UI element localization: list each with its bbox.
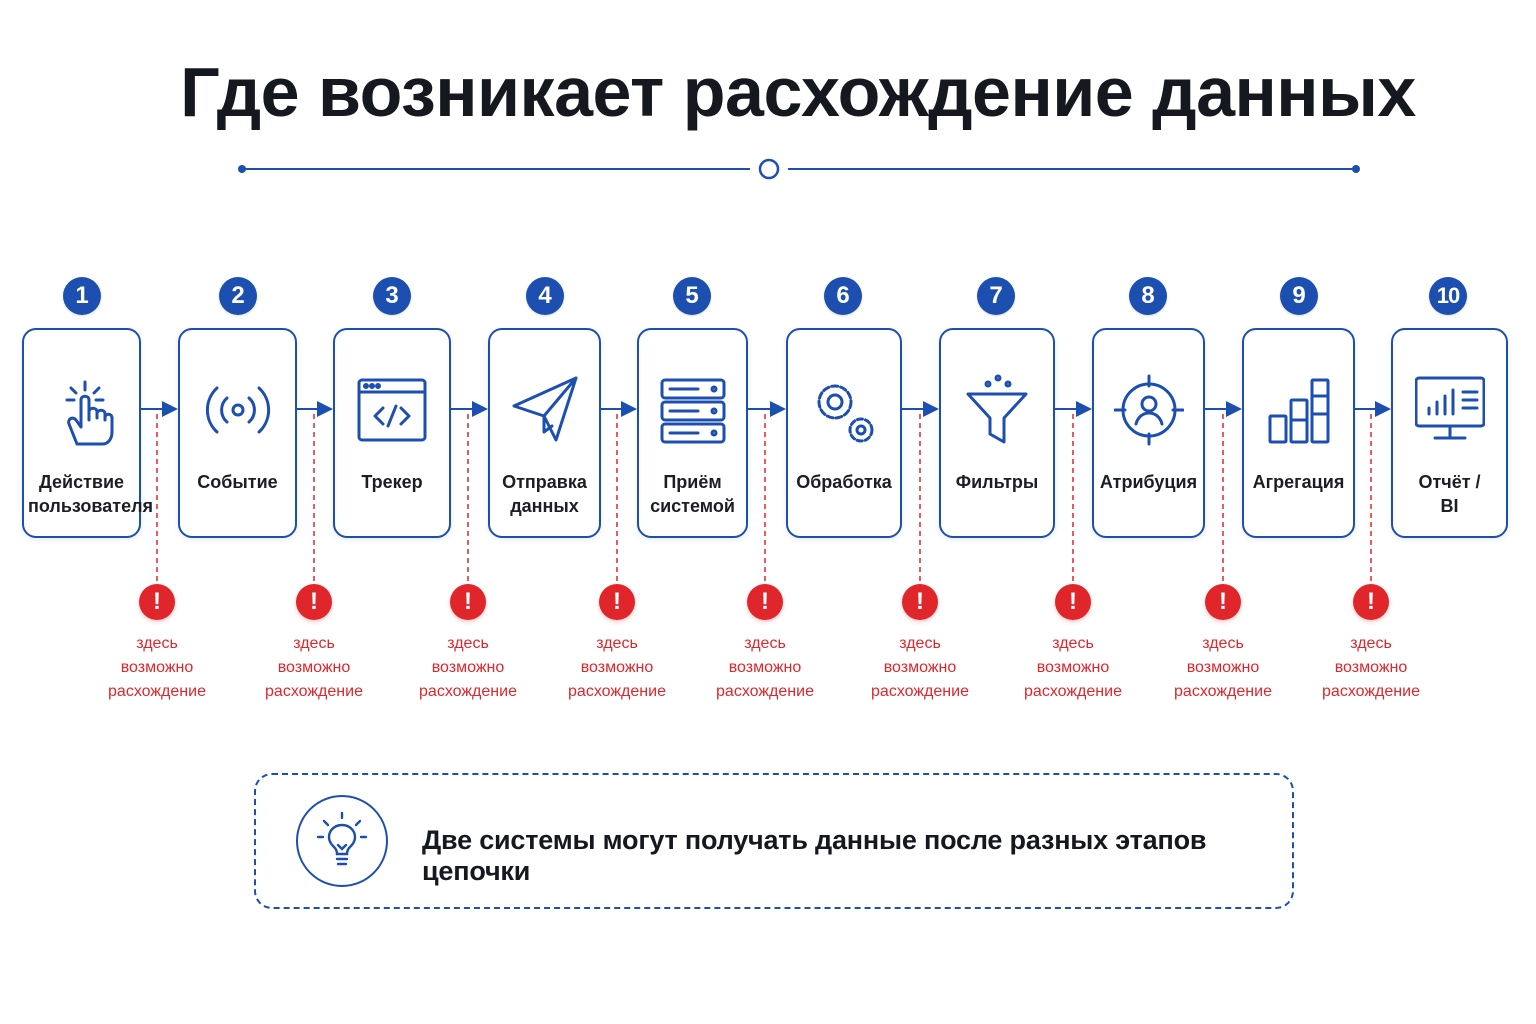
step-card: Фильтры: [939, 328, 1055, 538]
bar-chart-icon: [1268, 378, 1329, 444]
step-label: Трекер: [361, 472, 423, 492]
alert-dashed-lines: [156, 414, 1372, 584]
step-number-badge: 7: [977, 277, 1015, 315]
alert-icon: !: [139, 584, 175, 620]
info-note: Две системы могут получать данные после …: [254, 773, 1294, 909]
step-number-badge: 5: [673, 277, 711, 315]
alert-icon: !: [1205, 584, 1241, 620]
step-label: Событие: [197, 472, 278, 492]
alert-icon: !: [296, 584, 332, 620]
step-number-badge: 9: [1280, 277, 1318, 315]
step-label: Атрибуция: [1099, 472, 1198, 492]
step-label: Фильтры: [955, 472, 1039, 492]
target-user-icon: [1113, 374, 1184, 446]
step-label: Отчёт /BI: [1418, 472, 1481, 516]
alert-icon: !: [747, 584, 783, 620]
step-label: Агрегация: [1252, 472, 1345, 492]
alert-icon: !: [902, 584, 938, 620]
step-number-badge: 8: [1129, 277, 1167, 315]
gears-icon: [817, 384, 874, 443]
title-divider: [238, 158, 1360, 180]
step-card: Обработка: [786, 328, 902, 538]
step-card: Отчёт /BI: [1391, 328, 1508, 538]
monitor-chart-icon: [1414, 376, 1485, 440]
server-icon: [660, 378, 725, 444]
signal-broadcast-icon: [205, 386, 270, 434]
step-card: Агрегация: [1242, 328, 1355, 538]
lightbulb-icon: [296, 795, 388, 887]
alert-icon: !: [1055, 584, 1091, 620]
note-text: Две системы могут получать данные после …: [422, 825, 1207, 886]
step-label: Обработка: [796, 472, 892, 492]
step-number-badge: 3: [373, 277, 411, 315]
alert-icon: !: [1353, 584, 1389, 620]
funnel-icon: [966, 374, 1028, 444]
step-number-badge: 6: [824, 277, 862, 315]
code-window-icon: [357, 378, 427, 442]
step-number-badge: 2: [219, 277, 257, 315]
alert-icon: !: [599, 584, 635, 620]
paper-plane-icon: [512, 376, 577, 442]
step-number-badge: 1: [63, 277, 101, 315]
step-card: Трекер: [333, 328, 451, 538]
alert-icon: !: [450, 584, 486, 620]
pointer-hand-icon: [65, 380, 113, 446]
step-card: Событие: [178, 328, 297, 538]
page-title: Где возникает расхождение данных: [180, 53, 1416, 131]
step-number-badge: 10: [1429, 277, 1467, 315]
step-card: Атрибуция: [1092, 328, 1205, 538]
step-number-badge: 4: [526, 277, 564, 315]
